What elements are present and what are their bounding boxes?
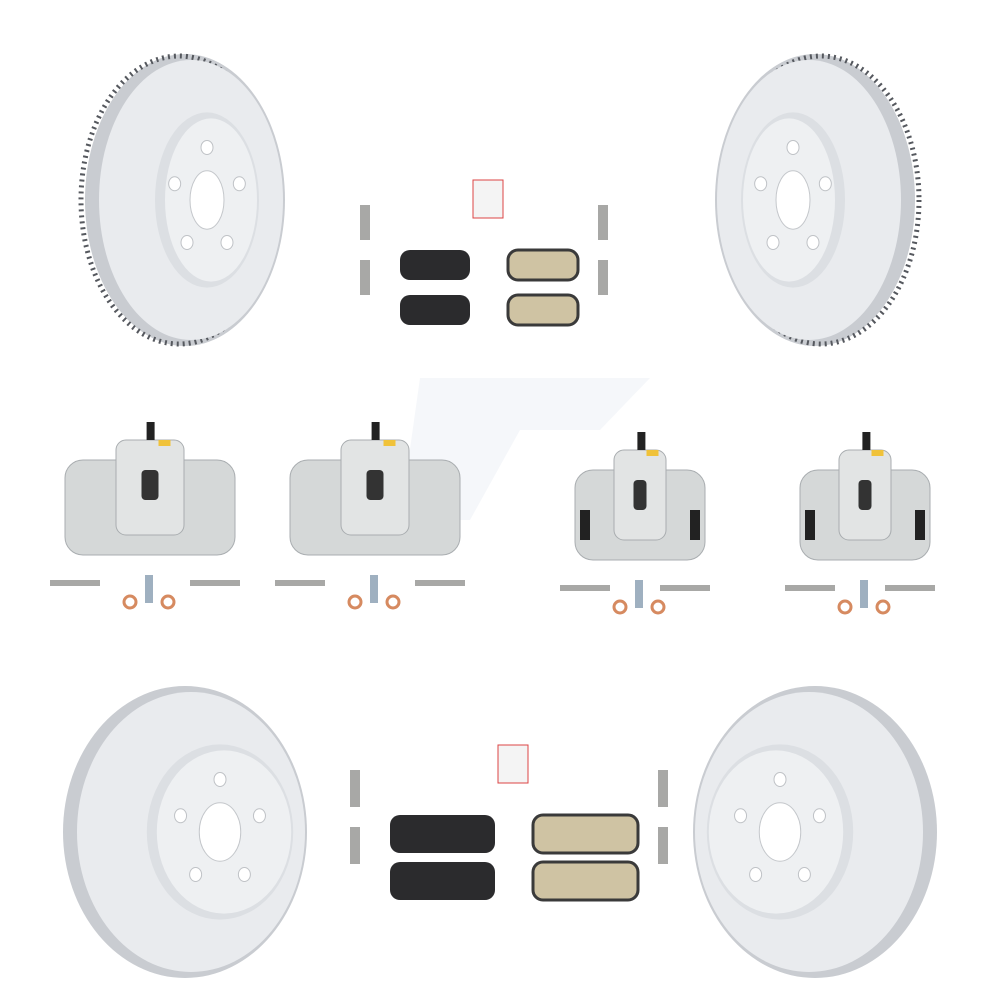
copper-washer xyxy=(122,594,138,610)
dust-plug xyxy=(871,450,884,456)
guide-boot xyxy=(915,510,925,540)
lug-hole xyxy=(174,808,188,824)
lug-hole xyxy=(220,235,234,251)
brake-pad xyxy=(531,813,640,855)
brake-pad xyxy=(390,862,495,900)
rotor-front-right xyxy=(715,53,922,347)
caliper-bracket-clip xyxy=(275,580,325,586)
guide-boot xyxy=(690,510,700,540)
lug-hole xyxy=(168,176,182,192)
guide-boot xyxy=(805,510,815,540)
pad-set-front xyxy=(350,744,668,902)
abutment-clip xyxy=(598,205,608,240)
lug-hole xyxy=(797,867,811,883)
rotor-vents xyxy=(720,53,922,347)
pad-sets xyxy=(350,179,668,902)
caliper-rear-left xyxy=(560,432,710,615)
lubricant-packet xyxy=(497,744,529,784)
bleeder-screw xyxy=(146,422,155,440)
banjo-bolt xyxy=(145,575,153,603)
bleeder-screw xyxy=(862,432,871,450)
caliper-rear-right xyxy=(785,432,935,615)
lug-hole xyxy=(734,808,748,824)
lug-hole xyxy=(213,771,227,787)
center-bore xyxy=(198,802,242,862)
caliper-bracket-clip xyxy=(50,580,100,586)
rotor-rear-right xyxy=(693,686,937,978)
brake-pad xyxy=(506,248,580,282)
lug-hole xyxy=(786,139,800,155)
lug-hole xyxy=(237,867,251,883)
lubricant-packet xyxy=(472,179,504,219)
lug-hole xyxy=(180,235,194,251)
lug-hole xyxy=(754,176,768,192)
caliper-front-left xyxy=(50,422,240,610)
piston-window xyxy=(858,480,872,510)
bleeder-screw xyxy=(371,422,380,440)
center-bore xyxy=(189,170,225,230)
guide-boot xyxy=(580,510,590,540)
copper-washer xyxy=(385,594,401,610)
lug-hole xyxy=(812,808,826,824)
caliper-bracket-clip xyxy=(660,585,710,591)
lug-hole xyxy=(252,808,266,824)
abutment-clip xyxy=(350,770,360,807)
abutment-clip xyxy=(360,205,370,240)
banjo-bolt xyxy=(370,575,378,603)
rotor-front-left xyxy=(78,53,285,347)
lug-hole xyxy=(818,176,832,192)
lug-hole xyxy=(200,139,214,155)
brake-pad xyxy=(400,295,470,325)
dust-plug xyxy=(646,450,659,456)
piston-window xyxy=(366,470,384,500)
copper-washer xyxy=(875,599,891,615)
center-bore xyxy=(758,802,802,862)
lug-hole xyxy=(232,176,246,192)
lug-hole xyxy=(189,867,203,883)
caliper-bracket-clip xyxy=(415,580,465,586)
lug-hole xyxy=(773,771,787,787)
copper-washer xyxy=(837,599,853,615)
bleeder-screw xyxy=(637,432,646,450)
caliper-bracket-clip xyxy=(190,580,240,586)
copper-washer xyxy=(160,594,176,610)
lug-hole xyxy=(806,235,820,251)
rotors xyxy=(63,53,937,978)
banjo-bolt xyxy=(635,580,643,608)
copper-washer xyxy=(612,599,628,615)
copper-washer xyxy=(650,599,666,615)
caliper-front-right xyxy=(275,422,465,610)
brake-pad xyxy=(531,860,640,902)
brake-pad xyxy=(390,815,495,853)
abutment-clip xyxy=(658,770,668,807)
lug-hole xyxy=(749,867,763,883)
caliper-bracket-clip xyxy=(885,585,935,591)
piston-window xyxy=(633,480,647,510)
dust-plug xyxy=(158,440,171,446)
abutment-clip xyxy=(360,260,370,295)
abutment-clip xyxy=(658,827,668,864)
abutment-clip xyxy=(350,827,360,864)
piston-window xyxy=(141,470,159,500)
pad-set-rear xyxy=(360,179,608,327)
caliper-bracket-clip xyxy=(560,585,610,591)
center-bore xyxy=(775,170,811,230)
calipers xyxy=(50,422,935,615)
abutment-clip xyxy=(598,260,608,295)
brake-pad xyxy=(506,293,580,327)
dust-plug xyxy=(383,440,396,446)
caliper-bracket-clip xyxy=(785,585,835,591)
lug-hole xyxy=(766,235,780,251)
rotor-rear-left xyxy=(63,686,307,978)
brake-pad xyxy=(400,250,470,280)
copper-washer xyxy=(347,594,363,610)
watermark-logo xyxy=(400,378,650,520)
banjo-bolt xyxy=(860,580,868,608)
